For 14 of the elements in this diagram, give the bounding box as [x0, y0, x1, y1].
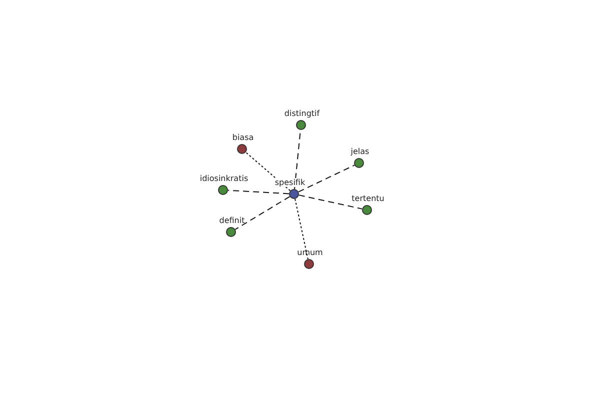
- node-label: idiosinkratis: [200, 174, 248, 183]
- node-label: biasa: [232, 133, 254, 142]
- node-label: definit: [219, 216, 245, 225]
- connector-line: [228, 190, 290, 194]
- node-label: spesifik: [274, 178, 306, 187]
- node-label: distingtif: [284, 109, 320, 118]
- connector-line: [294, 198, 308, 260]
- connector-line: [298, 194, 363, 210]
- node-label: umum: [297, 248, 323, 257]
- node-label: jelas: [350, 147, 370, 156]
- node-label: tertentu: [352, 194, 384, 203]
- connector-line: [298, 164, 355, 192]
- connector-line: [245, 152, 291, 192]
- connector-line: [234, 196, 290, 230]
